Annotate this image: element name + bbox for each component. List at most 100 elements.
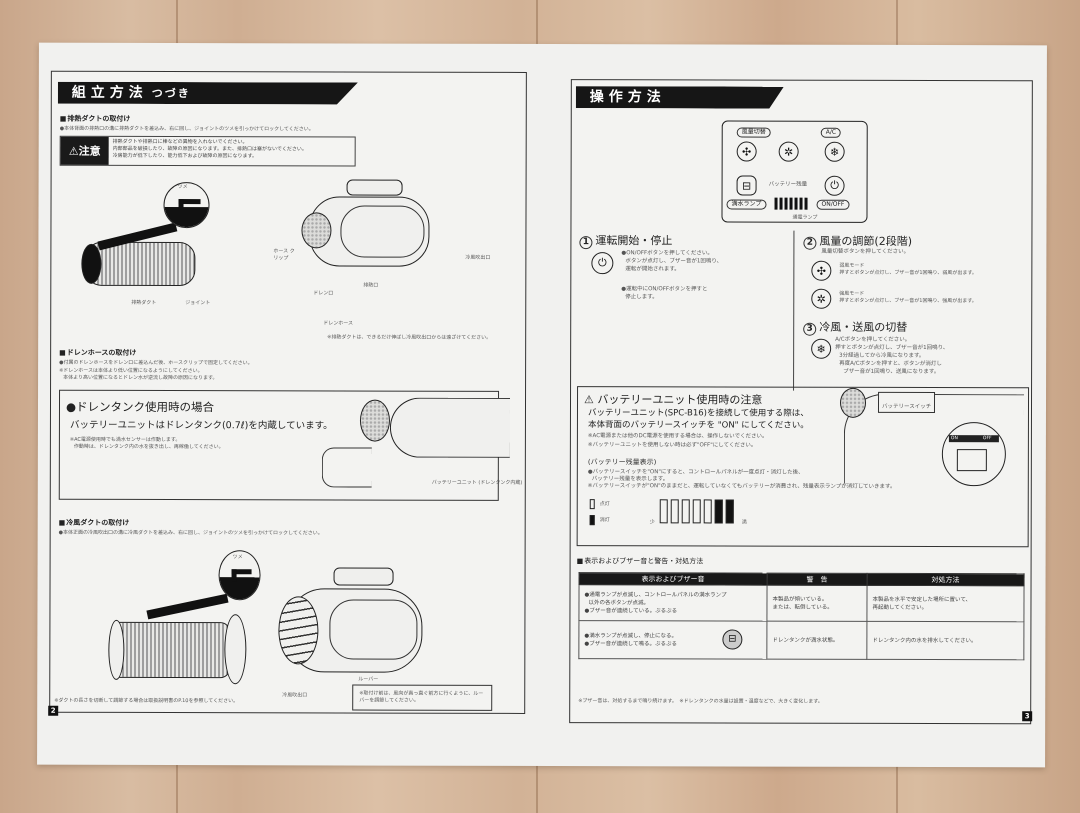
label-cool-air-outlet: 冷風吹出口 (465, 254, 491, 261)
power-icon: ⏻ (591, 252, 614, 275)
rocker-switch (956, 449, 987, 472)
caution-label: ⚠注意 (60, 136, 109, 165)
step1-line: ●運転中にON/OFFボタンを押すと (621, 286, 708, 293)
caution-text: 排熱ダクトや排熱口に棒などの異物を入れないでください。 内部部品を破損したり、故… (109, 137, 311, 166)
cool-duct-drawing (110, 621, 231, 679)
step3-line: 押すとボタンが点灯し、ブザー音が1回鳴り、 (835, 344, 949, 352)
label-cool-air-outlet: 冷風吹出口 (282, 692, 308, 699)
column-header: 対処方法 (867, 573, 1025, 586)
cell-line: ドレンタンク内の水を排水してください。 (872, 637, 977, 644)
label-hose-clip: ホース クリップ (273, 248, 295, 262)
warnings-table: 表示およびブザー音 警 告 対処方法 ●通電ランプが点滅し、コントロールパネルの… (578, 572, 1025, 660)
battery-unit-grille (839, 387, 867, 418)
step-number: 2 (803, 236, 817, 250)
duct-joint-ring (224, 614, 247, 685)
step-title: 運転開始・停止 (595, 234, 673, 248)
legend-lit-swatch (589, 499, 595, 510)
water-tank-icon: ⊟ (736, 175, 757, 196)
level-cell (725, 499, 734, 524)
louver-drawing (278, 596, 319, 665)
step3-line: A/Cボタンを押してください。 (835, 336, 911, 343)
battery-bar (799, 197, 803, 210)
snowflake-icon: ❄ (824, 141, 845, 162)
mode-weak-title: 弱風モード (839, 262, 865, 269)
fan-weak-icon: ✣ (736, 141, 757, 162)
label-exhaust-port: 排熱口 (363, 282, 379, 289)
battery-remaining-heading: (バッテリー残量表示) (587, 458, 657, 467)
step1-line: ●ON/OFFボタンを押してください。 (621, 250, 713, 257)
banner-subtitle: つづき (151, 86, 191, 101)
cell-display: ●満水ランプが点滅し、停止になる。 ●ブザー音が連続して鳴る。ぶるぶる ⊟ (578, 620, 767, 660)
caution-box: ⚠注意 排熱ダクトや排熱口に棒などの異物を入れないでください。 内部部品を破損し… (59, 135, 356, 167)
fan-weak-icon: ✣ (811, 260, 832, 281)
step-number: 3 (803, 322, 817, 336)
heading-warnings: 表示およびブザー音と警告・対処方法 (577, 556, 704, 566)
section-banner-assembly: 組立方法つづき (58, 82, 358, 105)
cell-line: ●通電ランプが点滅し、コントロールパネルの満水ランプ (584, 591, 727, 598)
legend-lit-label: 点灯 (599, 501, 610, 508)
label-drain-port: ドレン口 (313, 290, 334, 297)
exhaust-duct-instruction: ●本体背面の排熱口の溝に排熱ダクトを差込み、右に回し、ジョイントのツメを引っかけ… (59, 125, 314, 133)
switch-detail-circle: ON OFF (941, 422, 1006, 487)
label-high: 満 (741, 519, 747, 526)
duct-opening (81, 243, 102, 284)
step-title: 冷風・送風の切替 (819, 320, 908, 334)
step3-line: 3分経過してから冷風になります。 (839, 352, 925, 360)
cell-warning: ドレンタンクが満水状態。 (766, 621, 867, 660)
louver-note: ※取付け前は、風向が真っ直ぐ前方に行くように、ルーバーを調節してください。 (359, 690, 484, 704)
cell-line: 以外の各ボタンが点滅。 (588, 599, 650, 606)
legend-unlit-label: 消灯 (599, 517, 610, 524)
battery-bar (774, 197, 778, 210)
cell-action: 本製品を水平で安定した場所に置いて、 再起動してください。 (866, 585, 1025, 622)
page-operation: 操作方法 風量切替 A/C ✣ ✲ ❄ ⊟ ⏻ 満水ランプ ON/OFF バッテ… (569, 79, 1033, 725)
step3-line: ブザー音が1回鳴り、送風になります。 (843, 368, 940, 376)
cell-line: または、転倒している。 (772, 604, 833, 611)
exhaust-duct-note: ※排熱ダクトは、できるだけ伸ばし冷風吹出口からは遠ざけてください。 (327, 334, 492, 341)
body-handle (333, 567, 394, 586)
label-claw: ツメ (177, 184, 188, 191)
label-battery-remaining: バッテリー残量 (768, 181, 808, 188)
table-row: ●満水ランプが点滅し、停止になる。 ●ブザー音が連続して鳴る。ぶるぶる ⊟ ドレ… (578, 620, 1024, 660)
drain-hose-drawing (321, 447, 372, 488)
label-drain-hose: ドレンホース (323, 320, 353, 327)
label-ac: A/C (820, 127, 842, 138)
rotate-arrow-icon (146, 593, 229, 620)
level-cell (703, 499, 712, 524)
warning-triangle-icon: ⚠ (583, 393, 598, 407)
label-louver: ルーバー (358, 676, 379, 683)
cool-duct-illustration: ツメ ルーバー 冷風吹出口 ※取付け前は、風向が真っ直ぐ前方に行くように、ルーバ… (52, 72, 526, 711)
warnings-footnote: ※ブザー音は、対処するまで鳴り続けます。 ※ドレンタンクの水量は設置・温度などで… (578, 698, 823, 705)
legend-unlit-swatch (589, 515, 595, 526)
exhaust-grille (301, 212, 332, 249)
battery-bar (779, 197, 783, 210)
battery-bar (789, 197, 793, 210)
step1-line: 停止します。 (625, 294, 658, 301)
banner-title: 操作方法 (589, 89, 666, 106)
heading-cool-duct: 冷風ダクトの取付け (59, 518, 130, 528)
table-row: ●通電ランプが点滅し、コントロールパネルの満水ランプ 以外の各ボタンが点滅。 ●… (578, 584, 1025, 622)
claw-detail-fill (219, 577, 260, 600)
cell-line: 再起動してください。 (872, 604, 928, 611)
battery-caution-note: ※AC電源または他のDC電源を使用する場合は、操作しないでください。 (587, 433, 768, 440)
label-claw: ツメ (232, 554, 243, 561)
body-handle (346, 179, 403, 196)
label-fan-switch: 風量切替 (736, 127, 771, 138)
battery-caution-note: ※バッテリーユニットを使用しない時は必ず"OFF"にしてください。 (587, 442, 757, 449)
battery-remaining-note: ※バッテリースイッチが"ON"のままだと、運転していなくてもバッテリーが消費され… (587, 483, 896, 490)
drain-tank-body-drawing (389, 397, 511, 458)
battery-caution-box: ⚠ バッテリーユニット使用時の注意 バッテリーユニット(SPC-B16)を接続し… (576, 386, 1030, 548)
drain-tank-grille (359, 399, 391, 442)
heading-exhaust-duct: 排熱ダクトの取付け (60, 114, 131, 124)
battery-level-bars (774, 197, 808, 210)
cell-display: ●通電ランプが点滅し、コントロールパネルの満水ランプ 以外の各ボタンが点滅。 ●… (578, 584, 768, 622)
drain-hose-note: 本体より高い位置になるとドレン水が逆流し故障の原因になります。 (63, 374, 218, 382)
label-off: OFF (982, 436, 992, 442)
level-cell (714, 499, 723, 524)
cool-duct-instruction: ●本体正面の冷風吹出口の溝に冷風ダクトを差込み、右に回し、ジョイントのツメを引っ… (58, 529, 323, 537)
label-battery-switch: バッテリースイッチ (881, 403, 932, 411)
fan-strong-icon: ✲ (778, 141, 799, 162)
column-header: 警 告 (767, 573, 868, 586)
